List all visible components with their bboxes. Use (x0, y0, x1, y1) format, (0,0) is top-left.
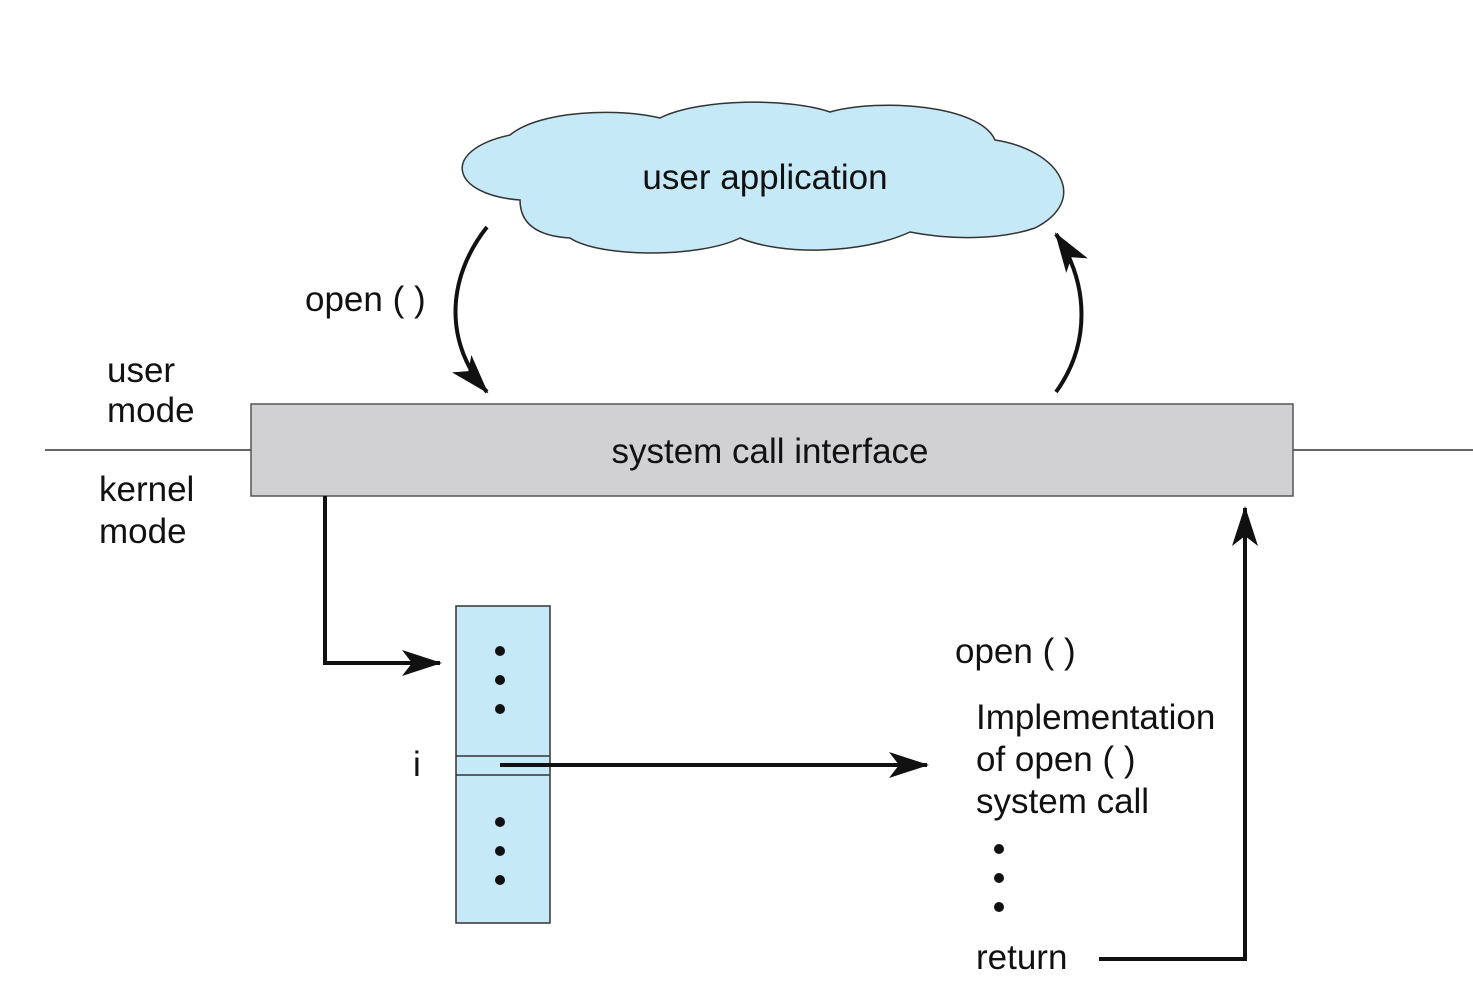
user-mode-label-line2: mode (107, 391, 195, 430)
table-ellipsis-dot (495, 875, 505, 885)
return-arrow (1099, 506, 1258, 961)
call-arrow (451, 225, 489, 394)
system-call-interface-bar (250, 403, 1294, 497)
return-label: return (976, 938, 1067, 977)
call-label: open ( ) (305, 280, 426, 319)
implementation-line3: system call (976, 782, 1149, 821)
return-to-user-arrow (1054, 232, 1088, 394)
user-mode-label-line1: user (107, 351, 175, 390)
implementation-line1: Implementation (976, 698, 1215, 737)
implementation-line2: of open ( ) (976, 740, 1136, 779)
table-index-label: i (413, 745, 421, 784)
implementation-ellipsis-dot (994, 902, 1004, 912)
table-ellipsis-dot (495, 675, 505, 685)
table-ellipsis-dot (495, 817, 505, 827)
implementation-ellipsis-dot (994, 844, 1004, 854)
kernel-mode-label-line2: mode (99, 512, 187, 551)
cloud-shape (461, 101, 1065, 254)
system-call-interface-label: system call interface (611, 432, 928, 471)
table-ellipsis-dot (495, 646, 505, 656)
user-application-label: user application (642, 158, 887, 197)
implementation-title: open ( ) (955, 632, 1076, 671)
system-call-table (455, 605, 551, 924)
kernel-mode-label-line1: kernel (99, 470, 194, 509)
implementation-ellipsis-dot (994, 873, 1004, 883)
table-ellipsis-dot (495, 846, 505, 856)
table-ellipsis-dot (495, 704, 505, 714)
user-application-cloud: user application (461, 101, 1065, 254)
dispatch-arrow (323, 496, 442, 676)
